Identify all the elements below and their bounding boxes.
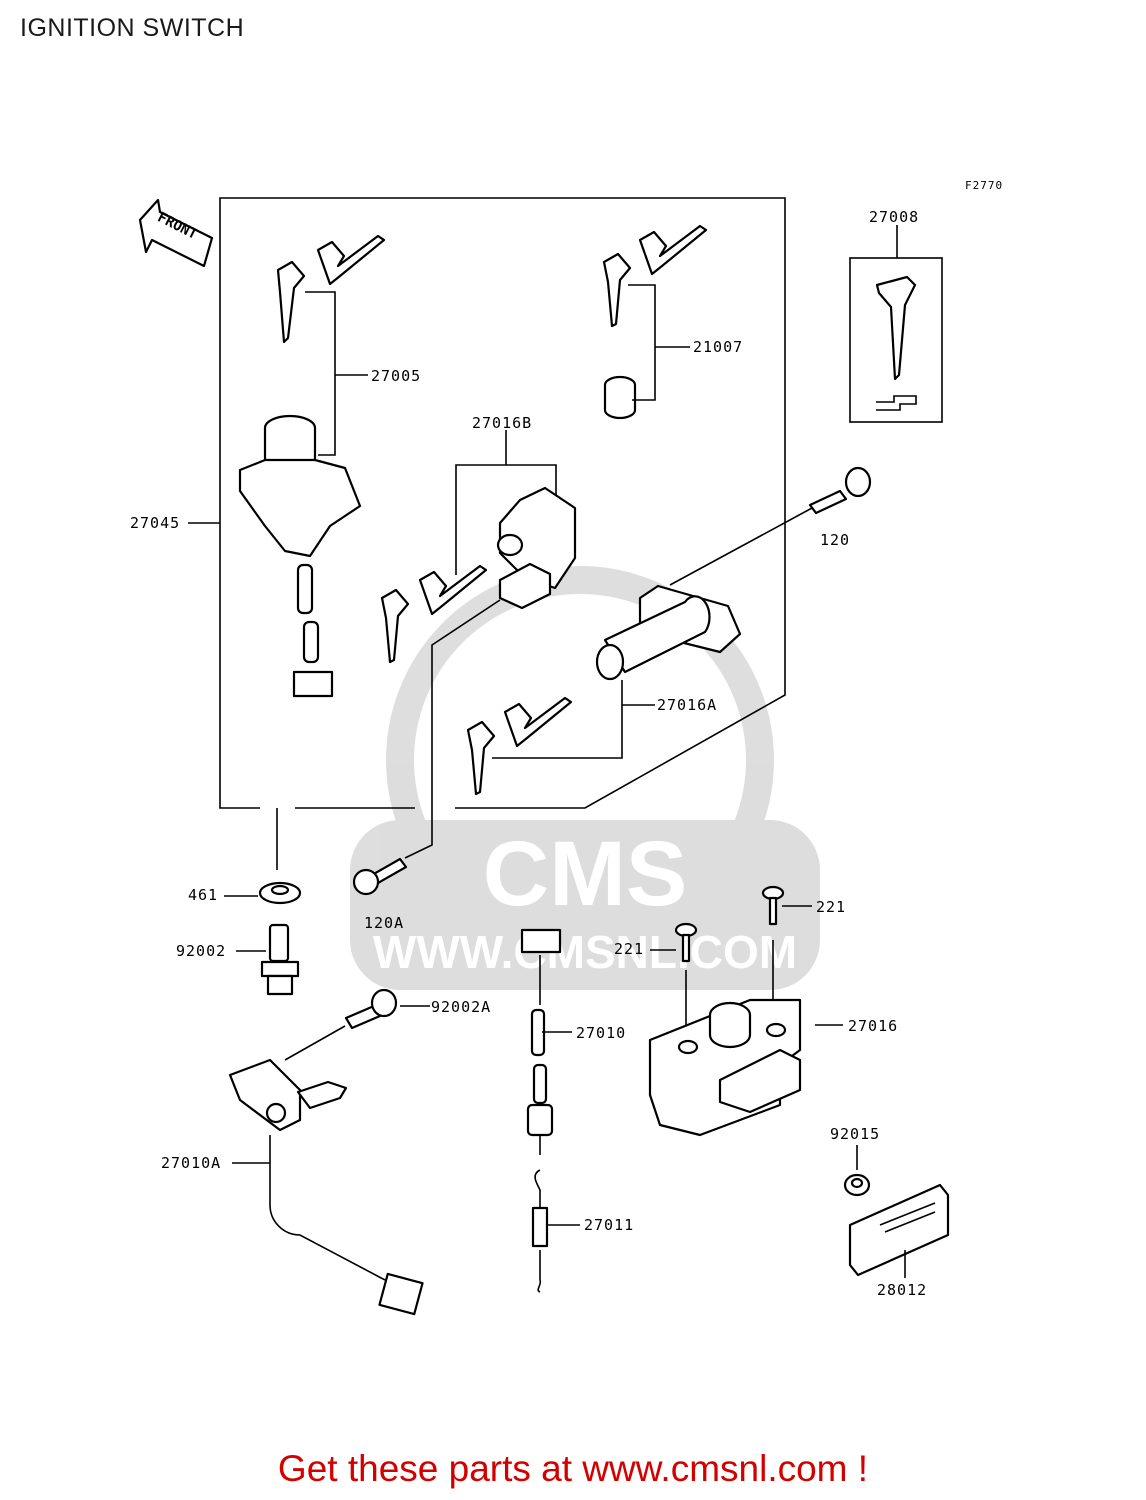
- front-arrow-icon: FRONT: [138, 198, 214, 268]
- page-title: IGNITION SWITCH: [20, 14, 245, 42]
- promo-link[interactable]: Get these parts at www.cmsnl.com !: [277, 1448, 869, 1489]
- label-27008: 27008: [869, 208, 919, 226]
- seat-lock-27016B: [496, 486, 577, 610]
- watermark-brand: CMS: [483, 823, 687, 925]
- screw-221-a: [674, 922, 698, 963]
- label-27016A: 27016A: [657, 696, 717, 714]
- label-120: 120: [820, 531, 850, 549]
- key-pair-27016A: [466, 696, 573, 796]
- label-21007: 21007: [693, 338, 743, 356]
- label-27016B: 27016B: [472, 414, 532, 432]
- key-pair-27005: [276, 234, 386, 344]
- label-27010: 27010: [576, 1024, 626, 1042]
- label-27016: 27016: [848, 1017, 898, 1035]
- label-92002A: 92002A: [431, 998, 491, 1016]
- label-92002: 92002: [176, 942, 226, 960]
- steering-lock-27016A: [595, 584, 742, 681]
- watermark-url: WWW.CMSNL.COM: [373, 926, 797, 978]
- label-27011: 27011: [584, 1216, 634, 1234]
- cms-watermark: CMS WWW.CMSNL.COM: [350, 566, 820, 990]
- key-pair-27016B: [380, 564, 488, 664]
- label-221-right: 221: [816, 898, 846, 916]
- label-28012: 28012: [877, 1281, 927, 1299]
- reflector-28012: [848, 1183, 950, 1277]
- bolt-92002A: [344, 988, 398, 1030]
- spring-27011: [531, 1169, 549, 1293]
- bolt-120: [808, 466, 872, 515]
- nut-92015: [843, 1173, 871, 1197]
- label-27010A: 27010A: [161, 1154, 221, 1172]
- switch-27010: [520, 928, 562, 1155]
- key-27008: [875, 275, 917, 411]
- label-27045: 27045: [130, 514, 180, 532]
- label-27005: 27005: [371, 367, 421, 385]
- label-221-left: 221: [614, 940, 644, 958]
- key-pair-21007: [602, 224, 708, 420]
- screw-221-b: [761, 885, 785, 926]
- ignition-switch-body: [238, 414, 362, 698]
- label-461: 461: [188, 886, 218, 904]
- sidestand-switch-27010A: [228, 1058, 424, 1316]
- assembly-bracket: [219, 197, 786, 809]
- key-box-27008: [849, 257, 943, 423]
- label-92015: 92015: [830, 1125, 880, 1143]
- figure-code: F2770: [965, 179, 1003, 192]
- lock-holder-27016: [648, 998, 802, 1137]
- washer-461: [258, 881, 302, 905]
- label-120A: 120A: [364, 914, 404, 932]
- bolt-92002: [260, 923, 300, 996]
- bolt-120A: [352, 857, 408, 896]
